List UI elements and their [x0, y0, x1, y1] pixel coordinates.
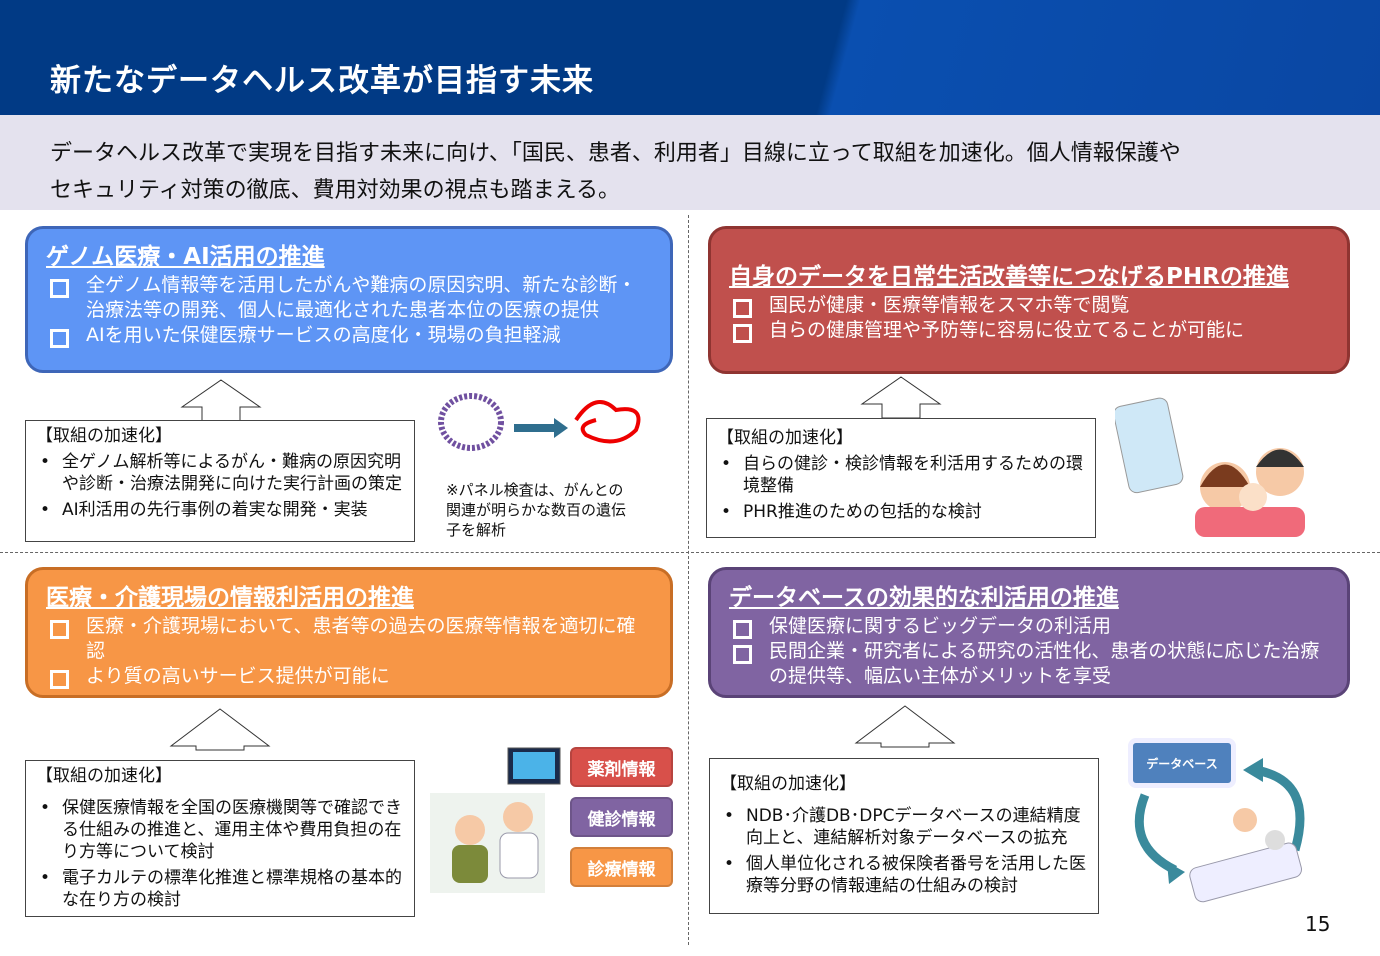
smartphone-family-icon [1115, 397, 1305, 537]
subtitle-line: データヘルス改革で実現を目指す未来に向け、「国民、患者、利用者」目線に立って取組… [50, 141, 1181, 166]
vertical-divider [688, 215, 689, 945]
database-label: データベース [1128, 738, 1236, 788]
list-item: 自らの健康管理や予防等に容易に役立てることが可能に [729, 318, 1329, 343]
up-arrow-icon [180, 379, 262, 422]
accel-heading: 【取組の加速化】 [36, 426, 172, 446]
box-title: 医療・介護現場の情報利活用の推進 [46, 585, 414, 611]
header: 新たなデータヘルス改革が目指す未来 [0, 0, 1380, 115]
page-title: 新たなデータヘルス改革が目指す未来 [50, 63, 594, 99]
medical-care-info-box: 医療・介護現場の情報利活用の推進 医療・介護現場において、患者等の過去の医療等情… [25, 567, 673, 698]
acceleration-box: 【取組の加速化】自らの健診・検診情報を利活用するための環境整備 PHR推進のための… [706, 418, 1096, 538]
list-item: 全ゲノム解析等によるがん・難病の原因究明や診断・治療法開発に向けた実行計画の策定 [36, 451, 404, 495]
list-item: 保健医療情報を全国の医療機関等で確認できる仕組みの推進と、運用主体や費用負担の在… [36, 797, 404, 863]
list-item: 全ゲノム情報等を活用したがんや難病の原因究明、新たな診断・治療法等の開発、個人に… [46, 273, 652, 323]
accel-heading: 【取組の加速化】 [720, 774, 856, 794]
acceleration-box: 【取組の加速化】保健医療情報を全国の医療機関等で確認できる仕組みの推進と、運用主… [25, 760, 415, 917]
list-item: 国民が健康・医療等情報をスマホ等で閲覧 [729, 293, 1329, 318]
medication-info-button: 薬剤情報 [570, 747, 673, 787]
list-item: 電子カルテの標準化推進と標準規格の基本的な在り方の検討 [36, 867, 404, 911]
list-item: AIを用いた保健医療サービスの高度化・現場の負担軽減 [46, 323, 652, 348]
phr-box: 自身のデータを日常生活改善等につなげるPHRの推進 国民が健康・医療等情報をスマ… [708, 226, 1350, 374]
treatment-info-button: 診療情報 [570, 847, 673, 887]
list-item: AI利活用の先行事例の着実な開発・実装 [36, 499, 404, 521]
horizontal-divider [0, 552, 1380, 553]
list-item: 個人単位化される被保険者番号を活用した医療等分野の情報連結の仕組みの検討 [720, 853, 1088, 897]
panel-test-note: ※パネル検査は、がんとの関連が明らかな数百の遺伝子を解析 [446, 481, 627, 539]
subtitle: データヘルス改革で実現を目指す未来に向け、「国民、患者、利用者」目線に立って取組… [0, 115, 1380, 210]
list-item: NDB･介護DB･DPCデータベースの連結精度向上と、連結解析対象データベースの… [720, 805, 1088, 849]
acceleration-box: 【取組の加速化】 NDB･介護DB･DPCデータベースの連結精度向上と、連結解析対… [709, 758, 1099, 914]
list-item: 民間企業・研究者による研究の活性化、患者の状態に応じた治療の提供等、幅広い主体が… [729, 639, 1329, 689]
doctor-consultation-icon [430, 747, 561, 893]
box-title: ゲノム医療・AI活用の推進 [46, 244, 325, 270]
checkup-info-button: 健診情報 [570, 797, 673, 837]
up-arrow-icon [169, 708, 271, 751]
box-title: 自身のデータを日常生活改善等につなげるPHRの推進 [729, 264, 1289, 290]
up-arrow-icon [860, 376, 942, 419]
list-item: 医療・介護現場において、患者等の過去の医療等情報を適切に確認 [46, 614, 652, 664]
dna-analysis-icon [438, 393, 641, 451]
list-item: 自らの健診・検診情報を利活用するための環境整備 [717, 453, 1085, 497]
accel-heading: 【取組の加速化】 [717, 428, 853, 448]
subtitle-line: セキュリティ対策の徹底、費用対効果の視点も踏まえる。 [50, 178, 621, 203]
page-number: 15 [1305, 912, 1331, 936]
up-arrow-icon [854, 705, 956, 748]
database-patient-icon [1134, 758, 1305, 903]
accel-heading: 【取組の加速化】 [36, 766, 172, 786]
database-box: データベースの効果的な利活用の推進 保健医療に関するビッグデータの利活用民間企業… [708, 567, 1350, 698]
list-item: 保健医療に関するビッグデータの利活用 [729, 614, 1329, 639]
acceleration-box: 【取組の加速化】全ゲノム解析等によるがん・難病の原因究明や診断・治療法開発に向け… [25, 420, 415, 542]
genome-ai-box: ゲノム医療・AI活用の推進 全ゲノム情報等を活用したがんや難病の原因究明、新たな… [25, 226, 673, 373]
list-item: より質の高いサービス提供が可能に [46, 664, 652, 689]
box-title: データベースの効果的な利活用の推進 [729, 585, 1119, 611]
list-item: PHR推進のための包括的な検討 [717, 501, 1085, 523]
